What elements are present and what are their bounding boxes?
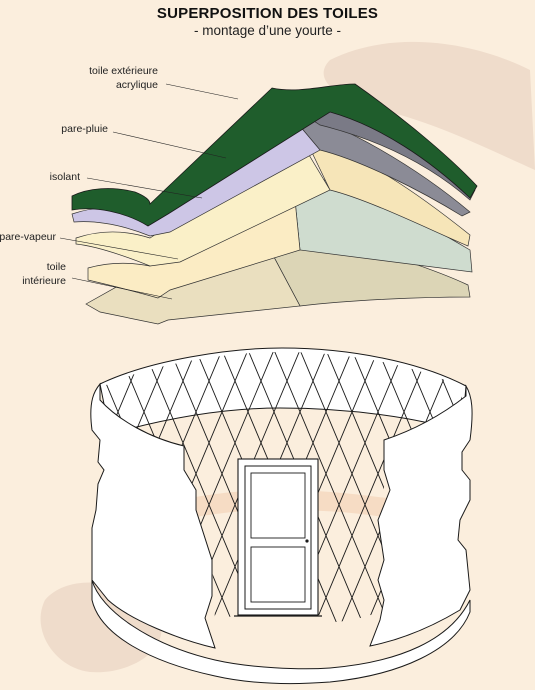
label-pare-vapeur: pare-vapeur: [0, 231, 56, 243]
label-toile-interieure-line1: toile: [47, 261, 66, 273]
label-isolant: isolant: [50, 171, 80, 183]
background-blob-top: [323, 41, 535, 171]
leader-toile-exterieure: [165, 83, 239, 100]
lattice-slat: [508, 350, 535, 625]
door-knob: [305, 539, 309, 543]
label-toile-exterieure-line2: acrylique: [116, 79, 158, 91]
label-toile-interieure-line2: intérieure: [22, 275, 66, 287]
wall-left-front: [90, 382, 216, 649]
diagram-title: SUPERPOSITION DES TOILES: [156, 5, 379, 22]
door: [234, 458, 322, 617]
diagram-subtitle: - montage d’une yourte -: [193, 23, 342, 38]
label-pare-pluie: pare-pluie: [61, 123, 108, 135]
lattice-slat: [104, 352, 145, 622]
leader-pare-pluie: [112, 131, 227, 159]
lattice-slat: [0, 350, 66, 625]
lattice-slat: [482, 350, 535, 625]
wall-right-front: [369, 384, 473, 647]
lattice-slat: [273, 352, 390, 622]
lattice-slat: [314, 352, 431, 622]
wall-bottom-front: [91, 579, 471, 685]
leader-lines: [59, 83, 239, 300]
leader-isolant: [86, 177, 203, 199]
door-panel-bottom: [250, 546, 306, 603]
label-toile-exterieure-line1: toile extérieure: [89, 65, 158, 77]
leader-pare-vapeur: [59, 237, 179, 260]
lattice-slat: [429, 352, 462, 622]
leader-toile-interieure: [71, 277, 173, 300]
lattice-slat: [0, 350, 40, 625]
door-panel-top: [250, 472, 306, 539]
yurt-base: [0, 347, 535, 685]
